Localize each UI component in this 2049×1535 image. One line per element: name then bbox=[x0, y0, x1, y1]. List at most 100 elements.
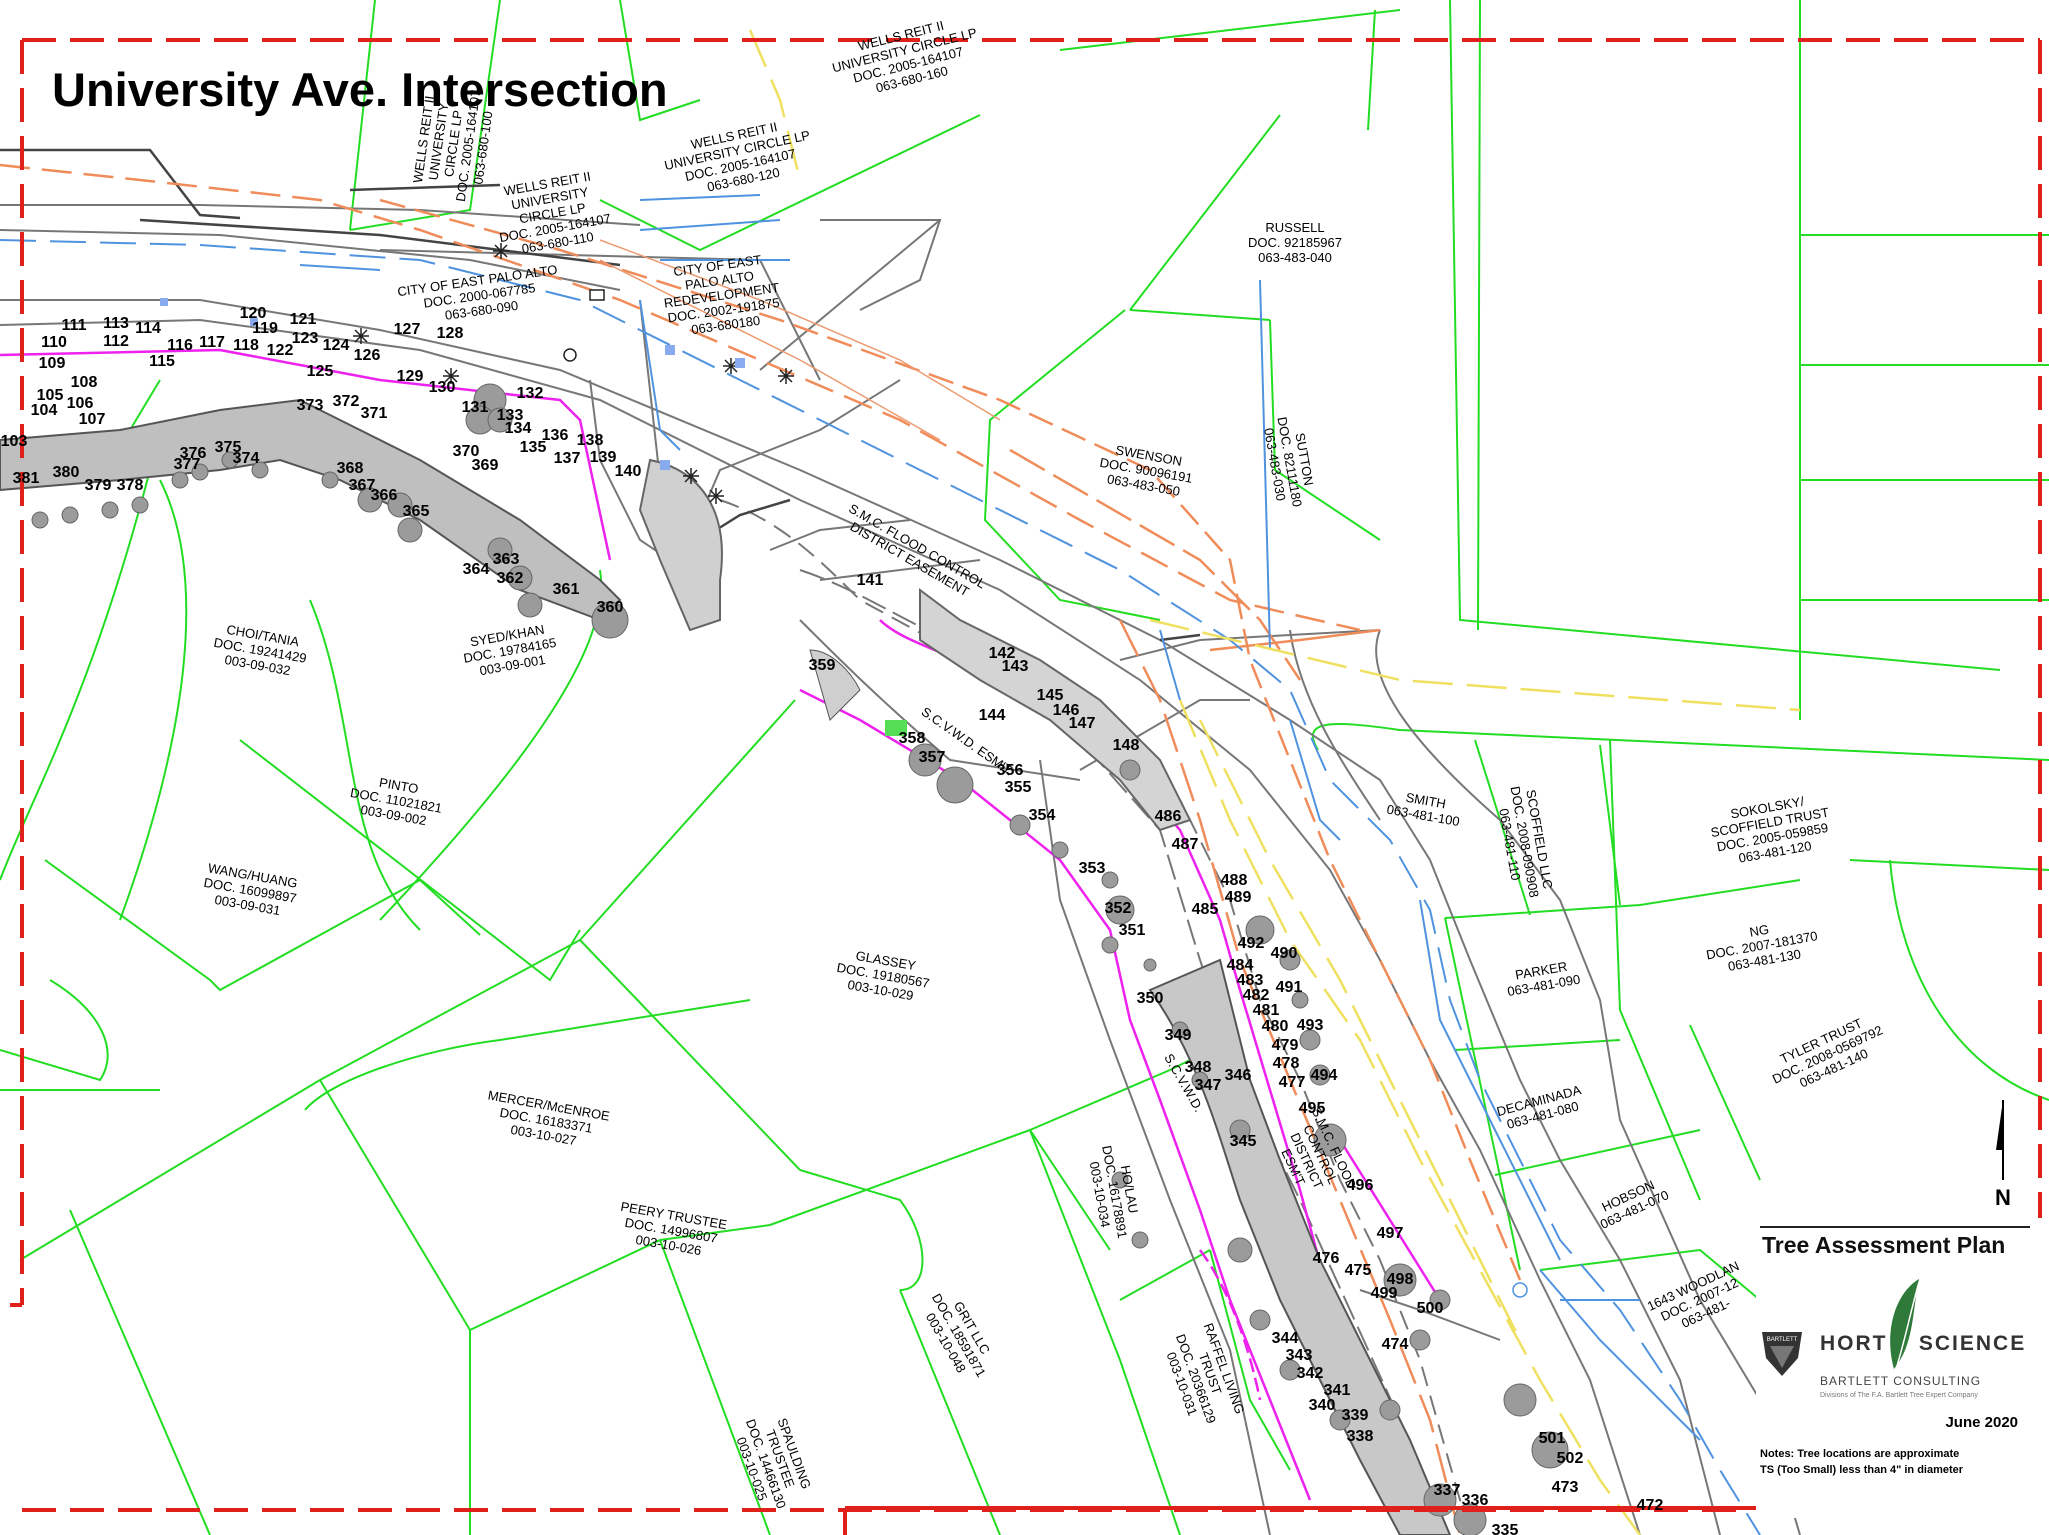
tree-number: 148 bbox=[1113, 737, 1140, 754]
tree-number: 117 bbox=[199, 334, 225, 351]
parcel-label-line: SMITH bbox=[1405, 790, 1447, 812]
tree-number: 108 bbox=[71, 374, 98, 391]
tree-number: 106 bbox=[67, 395, 94, 412]
tree-number: 141 bbox=[857, 572, 884, 589]
tree-number: 495 bbox=[1299, 1100, 1326, 1117]
tree-number: 481 bbox=[1253, 1002, 1280, 1019]
tree-number: 104 bbox=[31, 402, 58, 419]
tree-number: 377 bbox=[174, 456, 201, 473]
north-arrow-label: N bbox=[1995, 1185, 2011, 1210]
tree-number: 335 bbox=[1492, 1522, 1519, 1535]
tree-number: 354 bbox=[1029, 807, 1056, 824]
tree-number: 346 bbox=[1225, 1067, 1252, 1084]
title-block: Tree Assessment Plan BARTLETT HORT SCIEN… bbox=[1756, 1218, 2034, 1518]
plan-title: Tree Assessment Plan bbox=[1762, 1232, 2006, 1258]
tree-number: 482 bbox=[1243, 987, 1270, 1004]
tree-number: 475 bbox=[1345, 1262, 1372, 1279]
tree-number: 381 bbox=[13, 470, 40, 487]
tree-number: 112 bbox=[103, 333, 129, 350]
tree-number: 379 bbox=[85, 477, 112, 494]
tree-number: 133 bbox=[497, 407, 524, 424]
tree-number: 142 bbox=[989, 645, 1016, 662]
tree-number: 489 bbox=[1225, 889, 1252, 906]
tree-number: 349 bbox=[1165, 1027, 1192, 1044]
note-line-1: Notes: Tree locations are approximate bbox=[1760, 1448, 1960, 1460]
brand-name: HORT SCIENCE bbox=[1820, 1332, 2026, 1356]
tree-number: 135 bbox=[520, 439, 547, 456]
tree-number: 145 bbox=[1037, 687, 1064, 704]
tree-number: 348 bbox=[1185, 1059, 1212, 1076]
tree-number: 110 bbox=[41, 334, 67, 351]
tree-number: 374 bbox=[233, 450, 260, 467]
tree-number: 114 bbox=[135, 320, 161, 337]
tree-number: 380 bbox=[53, 464, 80, 481]
tree-number: 360 bbox=[597, 599, 624, 616]
tree-number: 361 bbox=[553, 581, 580, 598]
tree-number: 494 bbox=[1311, 1067, 1338, 1084]
parcel-label-line: DOC. 92185967 bbox=[1248, 235, 1342, 250]
brand-right: SCIENCE bbox=[1918, 1332, 2027, 1355]
tree-number: 500 bbox=[1417, 1300, 1444, 1317]
tree-number: 138 bbox=[577, 432, 604, 449]
tree-number: 488 bbox=[1221, 872, 1248, 889]
tree-number: 103 bbox=[1, 433, 28, 450]
tree-number: 365 bbox=[403, 503, 430, 520]
page-title: University Ave. Intersection bbox=[52, 63, 668, 116]
parcel-label-line: PINTO bbox=[378, 775, 420, 797]
tree-number: 352 bbox=[1105, 900, 1132, 917]
tree-number: 496 bbox=[1347, 1177, 1374, 1194]
tree-number: 370 bbox=[453, 443, 480, 460]
tree-number: 479 bbox=[1272, 1037, 1299, 1054]
tree-number: 130 bbox=[429, 379, 456, 396]
tree-number: 357 bbox=[919, 749, 946, 766]
tree-number: 340 bbox=[1309, 1397, 1336, 1414]
tree-number: 499 bbox=[1371, 1285, 1398, 1302]
tree-number: 376 bbox=[180, 445, 207, 462]
tree-number: 486 bbox=[1155, 808, 1182, 825]
tree-number: 358 bbox=[899, 730, 926, 747]
tree-number: 336 bbox=[1462, 1492, 1489, 1509]
tree-number: 491 bbox=[1276, 979, 1303, 996]
tree-number: 120 bbox=[240, 305, 267, 322]
tree-number: 116 bbox=[167, 337, 193, 354]
tree-number: 362 bbox=[497, 570, 524, 587]
tree-number: 146 bbox=[1053, 702, 1080, 719]
tree-number: 480 bbox=[1262, 1018, 1289, 1035]
utility-symbols bbox=[160, 243, 1528, 1298]
tree-number: 364 bbox=[463, 561, 490, 578]
tree-number: 115 bbox=[149, 353, 175, 370]
tree-number: 493 bbox=[1297, 1017, 1324, 1034]
brand-division: Divisions of The F.A. Bartlett Tree Expe… bbox=[1820, 1392, 1978, 1399]
tree-number: 144 bbox=[979, 707, 1006, 724]
north-arrow: N bbox=[1995, 1100, 2011, 1210]
tree-number: 337 bbox=[1434, 1482, 1461, 1499]
tree-number: 139 bbox=[590, 449, 617, 466]
plan-date: June 2020 bbox=[1945, 1414, 2018, 1431]
tree-number: 485 bbox=[1192, 901, 1219, 918]
tree-number: 119 bbox=[252, 320, 278, 337]
tree-number: 368 bbox=[337, 460, 364, 477]
tree-number: 350 bbox=[1137, 990, 1164, 1007]
tree-number: 378 bbox=[117, 477, 144, 494]
tree-number: 121 bbox=[290, 311, 317, 328]
note-line-2: TS (Too Small) less than 4" in diameter bbox=[1760, 1464, 1964, 1476]
tree-number: 351 bbox=[1119, 922, 1146, 939]
title-rule bbox=[1760, 1226, 2030, 1228]
tree-number: 339 bbox=[1342, 1407, 1369, 1424]
tree-number: 136 bbox=[542, 427, 569, 444]
tree-number: 498 bbox=[1387, 1271, 1414, 1288]
tree-number: 474 bbox=[1382, 1336, 1409, 1353]
tree-number: 373 bbox=[297, 397, 324, 414]
tree-number: 476 bbox=[1313, 1250, 1340, 1267]
tree-number: 356 bbox=[997, 762, 1024, 779]
tree-number: 353 bbox=[1079, 860, 1106, 877]
tree-number: 375 bbox=[215, 439, 242, 456]
parcel-label-line: RUSSELL bbox=[1265, 220, 1324, 235]
tree-number: 343 bbox=[1286, 1347, 1313, 1364]
tree-number: 109 bbox=[39, 355, 66, 372]
tree-number: 492 bbox=[1238, 935, 1265, 952]
